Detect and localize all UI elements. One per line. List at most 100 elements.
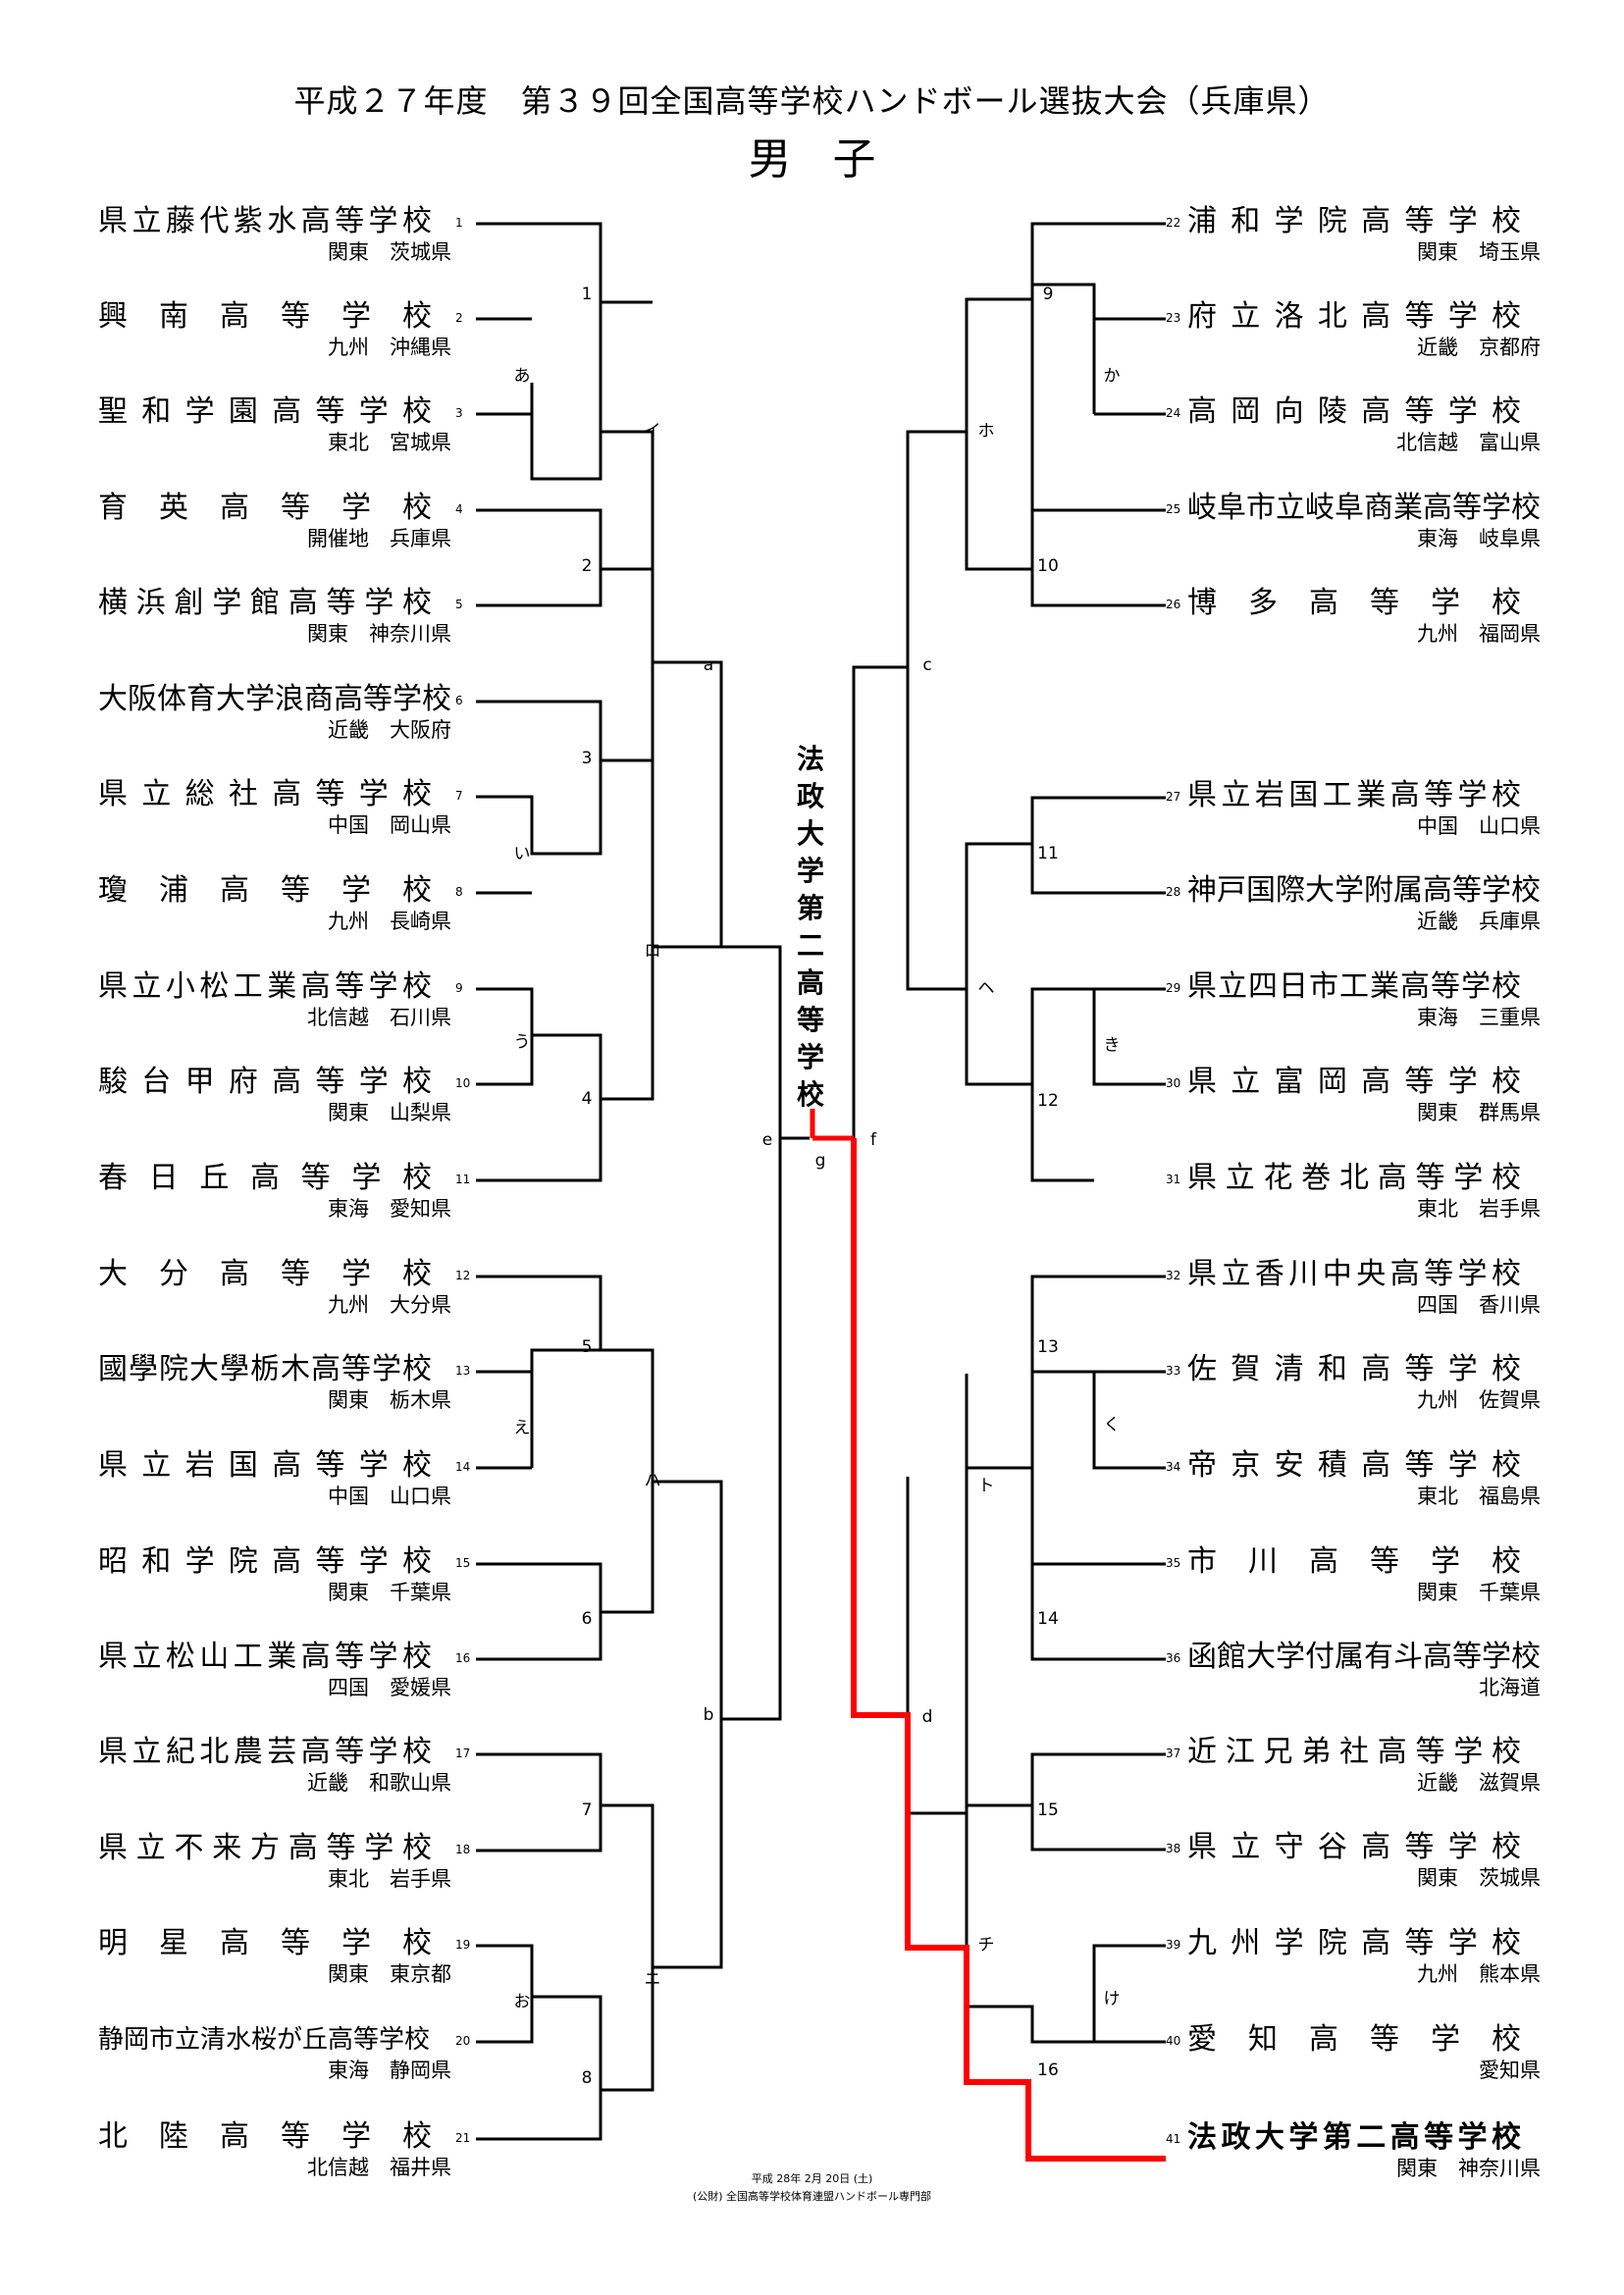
team-region: 近畿 滋賀県 — [1187, 1770, 1541, 1796]
region-name: 九州 — [1417, 1388, 1458, 1412]
region-name: 関東 — [1396, 2157, 1438, 2180]
prefecture-name: 北海道 — [1479, 1676, 1541, 1699]
match-label: く — [1103, 1415, 1121, 1435]
match-label: 9 — [1042, 285, 1054, 304]
match-label: ニ — [644, 1969, 661, 1990]
team-region: 関東 埼玉県 — [1187, 239, 1541, 265]
region-name: 北信越 — [307, 2156, 369, 2179]
prefecture-name: 兵庫県 — [390, 527, 451, 550]
team-entry: 北陸高等学校北信越 福井県 — [98, 2119, 451, 2180]
prefecture-name: 千葉県 — [1479, 1581, 1541, 1604]
region-name: 関東 — [307, 622, 348, 646]
footer-organization: (公財) 全国高等学校体育連盟ハンドボール専門部 — [692, 2190, 932, 2203]
team-slot-number: 12 — [455, 1269, 471, 1282]
team-slot-number: 32 — [1166, 1269, 1181, 1282]
team-entry: 県立松山工業高等学校四国 愛媛県 — [98, 1640, 451, 1700]
prefecture-name: 福岡県 — [1479, 622, 1541, 646]
prefecture-name: 群馬県 — [1479, 1101, 1541, 1124]
prefecture-name: 佐賀県 — [1479, 1388, 1541, 1412]
region-spacer — [1458, 1676, 1479, 1699]
match-label: い — [513, 844, 531, 864]
prefecture-name: 宮城県 — [390, 431, 451, 454]
team-name: 岐阜市立岐阜商業高等学校 — [1187, 491, 1541, 525]
prefecture-name: 大分県 — [390, 1293, 451, 1317]
team-entry: 昭和学院高等学校関東 千葉県 — [98, 1544, 451, 1605]
team-name: 神戸国際大学附属高等学校 — [1187, 873, 1541, 908]
region-name: 関東 — [1417, 240, 1458, 264]
region-name: 近畿 — [328, 718, 369, 742]
prefecture-name: 岐阜県 — [1479, 527, 1541, 550]
bracket-line — [476, 1752, 655, 2092]
team-slot-number: 20 — [455, 2034, 471, 2048]
region-name: 関東 — [1417, 1866, 1458, 1890]
region-spacer — [1458, 1101, 1479, 1124]
bracket-line — [1030, 222, 1166, 569]
team-entry: 瓊浦高等学校九州 長崎県 — [98, 873, 451, 934]
bracket-line — [719, 662, 782, 1967]
team-slot-number: 35 — [1166, 1556, 1181, 1570]
region-name: 東北 — [1417, 1485, 1458, 1508]
region-spacer — [1458, 1771, 1479, 1795]
match-label: 13 — [1037, 1337, 1059, 1357]
team-region: 北海道 — [1187, 1675, 1541, 1700]
region-name: 中国 — [1417, 814, 1458, 838]
region-spacer — [1458, 431, 1479, 454]
region-name: 関東 — [1417, 1101, 1458, 1124]
team-region: 関東 千葉県 — [98, 1580, 451, 1605]
team-entry: 府立洛北高等学校近畿 京都府 — [1187, 299, 1541, 360]
prefecture-name: 石川県 — [390, 1006, 451, 1029]
region-spacer — [369, 1485, 390, 1508]
team-entry: 県立不来方高等学校東北 岩手県 — [98, 1831, 451, 1892]
region-spacer — [1458, 910, 1479, 933]
team-slot-number: 14 — [455, 1460, 471, 1474]
region-spacer — [1458, 1581, 1479, 1604]
match-label: ホ — [977, 421, 995, 442]
team-name: 聖和学園高等学校 — [98, 394, 446, 429]
match-label: 10 — [1037, 556, 1059, 576]
team-entry: 明星高等学校関東 東京都 — [98, 1926, 451, 1987]
match-label: 2 — [581, 556, 593, 576]
page-title: 平成２７年度 第３９回全国高等学校ハンドボール選抜大会（兵庫県） — [293, 82, 1331, 120]
prefecture-name: 京都府 — [1479, 336, 1541, 359]
prefecture-name: 沖縄県 — [390, 336, 451, 359]
team-region: 東海 静岡県 — [98, 2058, 451, 2083]
team-entry: 春日丘高等学校東海 愛知県 — [98, 1161, 451, 1222]
team-entry: 帝京安積高等学校東北 福島県 — [1187, 1448, 1541, 1509]
team-name: 帝京安積高等学校 — [1187, 1448, 1536, 1483]
team-entry: 大分高等学校九州 大分県 — [98, 1257, 451, 1318]
region-spacer — [369, 1197, 390, 1221]
team-name: 近江兄弟社高等学校 — [1187, 1735, 1530, 1769]
prefecture-name: 神奈川県 — [1458, 2157, 1541, 2180]
team-name: 育英高等学校 — [98, 491, 451, 525]
champion-name: 法政大学第二高等学校 — [796, 743, 824, 1111]
bracket-line — [601, 758, 655, 1101]
prefecture-name: 山梨県 — [390, 1101, 451, 1124]
team-region: 東海 三重県 — [1187, 1005, 1541, 1030]
team-name: 高岡向陵高等学校 — [1187, 394, 1536, 429]
region-spacer — [1458, 1485, 1479, 1508]
team-slot-number: 4 — [455, 502, 463, 516]
team-region: 九州 佐賀県 — [1187, 1387, 1541, 1413]
bracket-line — [476, 1348, 655, 1661]
region-spacer — [1458, 1197, 1479, 1221]
team-region: 九州 大分県 — [98, 1292, 451, 1318]
team-slot-number: 25 — [1166, 502, 1181, 516]
team-name: 九州学院高等学校 — [1187, 1926, 1536, 1960]
team-entry: 神戸国際大学附属高等学校近畿 兵庫県 — [1187, 873, 1541, 934]
team-name: 県立四日市工業高等学校 — [1187, 969, 1522, 1004]
prefecture-name: 愛知県 — [390, 1197, 451, 1221]
match-label: 6 — [581, 1609, 593, 1629]
team-slot-number: 26 — [1166, 598, 1181, 611]
team-region: 北信越 石川県 — [98, 1005, 451, 1030]
region-spacer — [1458, 527, 1479, 550]
team-name: 県立守谷高等学校 — [1187, 1830, 1536, 1864]
region-spacer — [1458, 336, 1479, 359]
footer-date: 平成 28年 2月 20日 (土) — [751, 2172, 873, 2185]
bracket-line — [852, 665, 908, 1138]
region-spacer — [369, 240, 390, 264]
team-entry: 興南高等学校九州 沖縄県 — [98, 299, 451, 360]
team-slot-number: 28 — [1166, 885, 1181, 899]
prefecture-name: 兵庫県 — [1479, 910, 1541, 933]
team-name: 県立花巻北高等学校 — [1187, 1161, 1530, 1195]
team-region: 四国 愛媛県 — [98, 1675, 451, 1700]
